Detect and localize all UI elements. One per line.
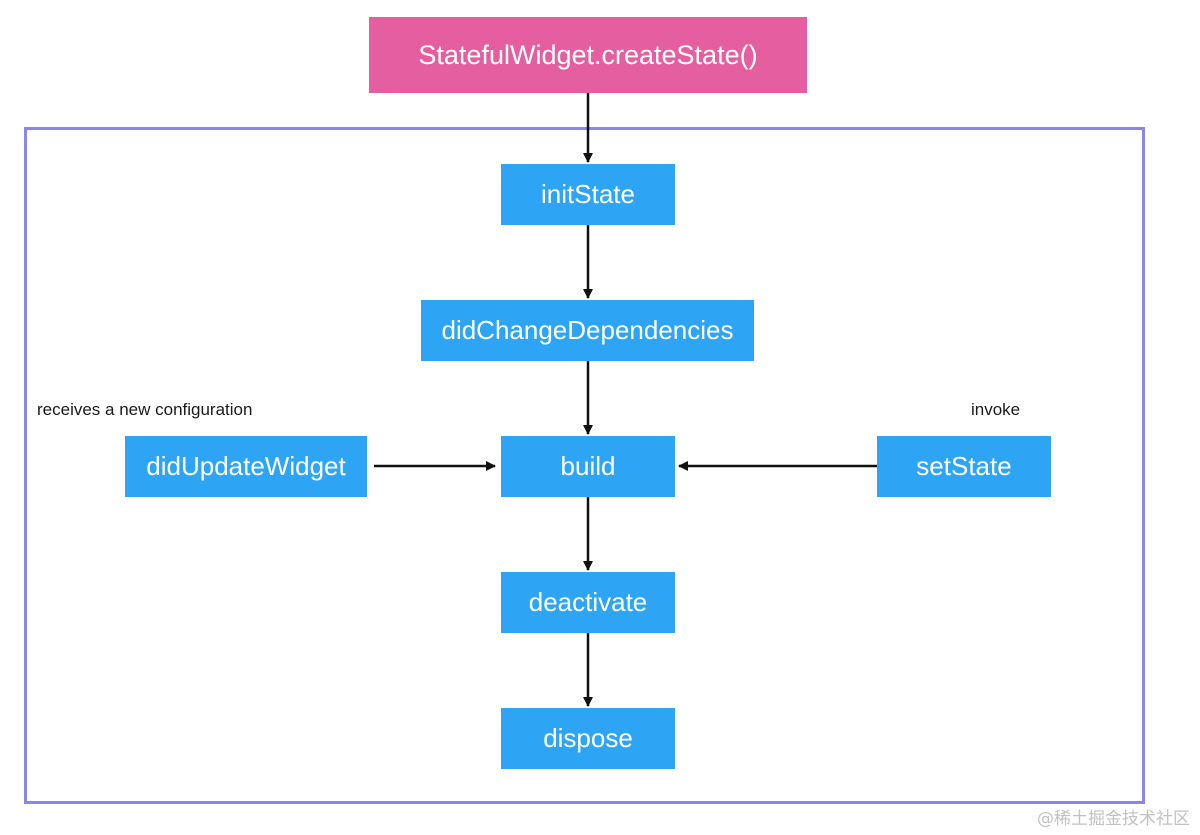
init-state-node: initState xyxy=(501,164,675,225)
dispose-node: dispose xyxy=(501,708,675,769)
create-state-node: StatefulWidget.createState() xyxy=(369,17,807,93)
source-watermark: @稀土掘金技术社区 xyxy=(1037,809,1190,829)
state-lifecycle-frame xyxy=(24,127,1145,804)
deactivate-node: deactivate xyxy=(501,572,675,633)
build-node: build xyxy=(501,436,675,497)
did-change-dependencies-node: didChangeDependencies xyxy=(421,300,754,361)
set-state-node: setState xyxy=(877,436,1051,497)
did-update-widget-trigger-note: receives a new configuration xyxy=(37,400,253,419)
set-state-trigger-note: invoke xyxy=(971,400,1021,419)
did-update-widget-node: didUpdateWidget xyxy=(125,436,367,497)
